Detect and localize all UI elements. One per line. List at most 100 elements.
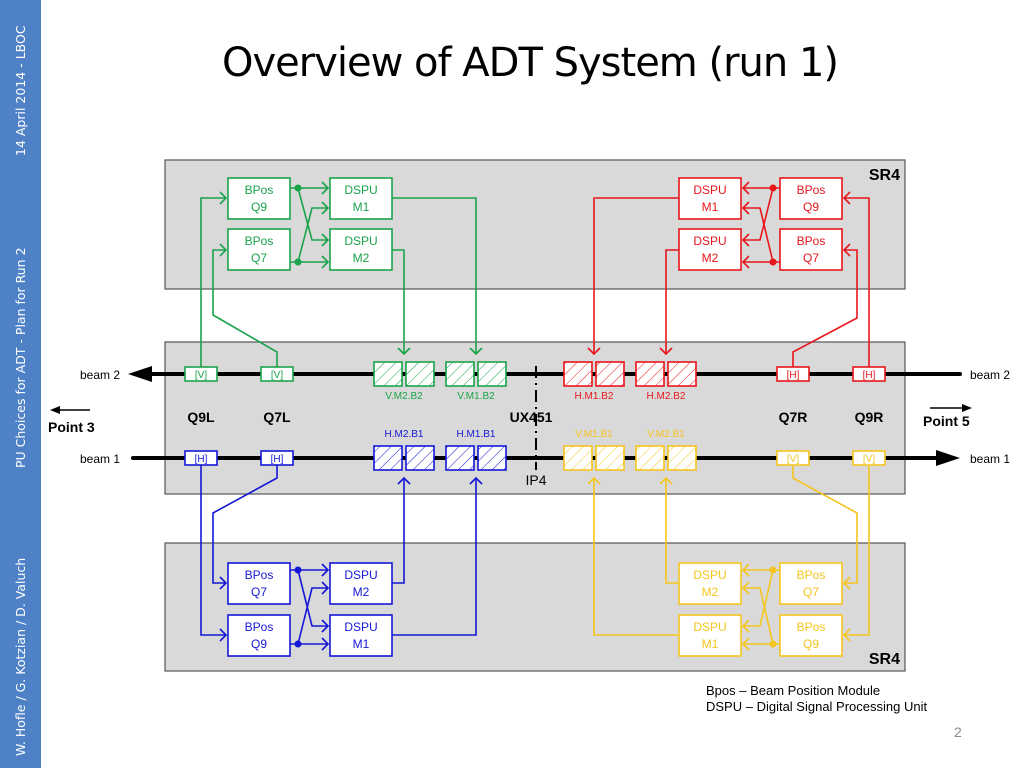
arrow-head-icon [219,576,228,590]
pickup-beam1-q9l: [H] [184,450,218,466]
arrow-head-icon [321,181,330,195]
module-label: M1 [702,200,719,214]
module-label: Q7 [251,251,267,265]
module-label: BPos [797,183,826,197]
arrow-head-icon [321,581,330,595]
module-label: DSPU [693,620,726,634]
legend-dspu: DSPU – Digital Signal Processing Unit [706,699,928,714]
region-label-top: SR4 [869,167,900,184]
point5-label: Point 5 [923,413,970,429]
cavern-label: UX451 [510,409,553,425]
arrow-head-icon [219,243,228,257]
module-label: DSPU [693,183,726,197]
arrow-head-icon [741,637,750,651]
beam2-label-left: beam 2 [80,368,120,382]
kicker-v-m1-b1 [563,445,625,471]
signal-line [297,207,328,263]
module-label: BPos [797,568,826,582]
kicker-label-h-m1-b1: H.M1.B1 [457,429,496,440]
beam1-label-right: beam 1 [970,452,1010,466]
line-dspu-m2-to-kicker [392,249,405,354]
ip-label: IP4 [525,472,546,488]
module-label: DSPU [344,234,377,248]
module-label: M2 [353,585,370,599]
module-label: M1 [353,200,370,214]
arrow-head-icon [469,347,483,356]
arrow-head-icon [397,476,411,485]
module-label: M2 [353,251,370,265]
arrow-head-icon [741,233,750,247]
pickup-beam2-q7l: [V] [260,366,294,382]
junction-dot [769,640,777,648]
arrow-head-icon [587,347,601,356]
kicker-h-m1-b1 [445,445,507,471]
kicker-label-v-m2-b1: V.M2.B1 [647,429,685,440]
signal-line [297,587,328,645]
junction-dot [294,566,302,574]
module-label: BPos [797,620,826,634]
line-dspu-m2-to-kicker [665,249,679,354]
pickup-beam2-q9r: [H] [852,366,886,382]
sidebar: 14 April 2014 - LBOC PU Choices for ADT … [0,0,41,768]
arrow-head-icon [219,628,228,642]
kicker-label-v-m2-b2: V.M2.B2 [385,391,423,402]
junction-dot [294,640,302,648]
line-dspu-m2-to-kicker [392,478,405,584]
arrow-head-icon [842,576,851,590]
arrow-head-icon [321,233,330,247]
pickup-beam1-q7r: [V] [776,450,810,466]
arrow-head-icon [741,619,750,633]
svg-text:[H]: [H] [787,370,800,381]
svg-text:[H]: [H] [863,370,876,381]
module-label: BPos [245,183,274,197]
kicker-v-m1-b2 [445,361,507,387]
module-label: M1 [702,637,719,651]
point3-arrow-icon [50,406,60,414]
signal-line [297,569,328,627]
arrow-head-icon [321,619,330,633]
arrow-head-icon [587,476,601,485]
module-label: M2 [702,251,719,265]
module-label: DSPU [344,620,377,634]
kicker-label-h-m2-b1: H.M2.B1 [385,429,424,440]
module-label: BPos [797,234,826,248]
kicker-label-h-m1-b2: H.M1.B2 [575,391,614,402]
line-pickup-q7r-to-bpos-q7 [792,465,858,584]
junction-dot [769,184,777,192]
line-pickup-q7l-to-bpos-q7 [212,465,278,584]
junction-dot [294,184,302,192]
module-label: DSPU [693,234,726,248]
arrow-head-icon [842,191,851,205]
pickup-beam1-q7l: [H] [260,450,294,466]
beam1-arrow-icon [936,450,960,466]
quad-label-q9l: Q9L [187,409,215,425]
kicker-label-v-m1-b1: V.M1.B1 [575,429,613,440]
arrow-head-icon [321,255,330,269]
line-pickup-q9l-to-bpos-q9 [200,465,226,636]
arrow-head-icon [741,563,750,577]
module-label: Q7 [803,585,819,599]
line-pickup-q9r-to-bpos-q9 [844,465,870,636]
arrow-head-icon [321,637,330,651]
junction-dot [769,566,777,574]
beam2-arrow-icon [128,366,152,382]
svg-text:[V]: [V] [787,454,799,465]
module-label: M1 [353,637,370,651]
region-label-bottom: SR4 [869,651,900,668]
kicker-h-m2-b2 [635,361,697,387]
signal-line [297,187,328,241]
arrow-head-icon [842,628,851,642]
arrow-head-icon [741,181,750,195]
junction-dot [769,258,777,266]
svg-text:[H]: [H] [195,454,208,465]
module-label: Q9 [803,200,819,214]
kicker-label-h-m2-b2: H.M2.B2 [647,391,686,402]
